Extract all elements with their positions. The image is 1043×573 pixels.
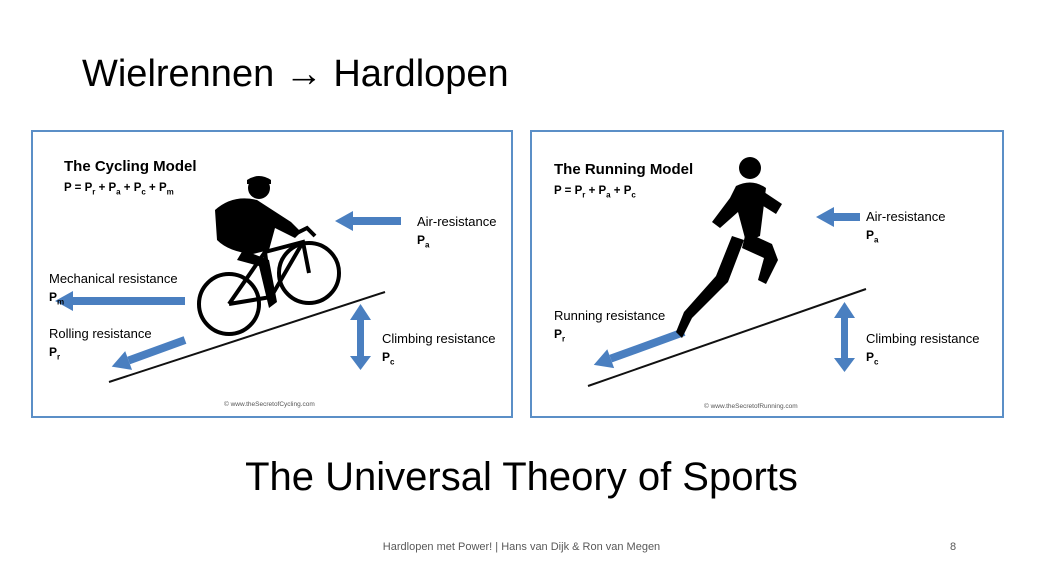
cycling-model-title: The Cycling Model	[64, 158, 197, 175]
air-resistance-arrow	[816, 207, 860, 227]
running-formula: P = Pr + Pa + Pc	[554, 185, 636, 200]
cycling-mechanical-symbol: Pm	[49, 290, 65, 307]
running-climbing-symbol: Pc	[866, 350, 879, 367]
cycling-climbing-label: Climbing resistance	[382, 331, 496, 346]
rolling-resistance-arrow	[111, 336, 187, 370]
climbing-resistance-arrow	[350, 304, 371, 370]
air-resistance-arrow	[335, 211, 401, 231]
cycling-model-panel: The Cycling Model P = Pr + Pa + Pc + Pm …	[31, 130, 513, 418]
running-model-panel: The Running Model P = Pr + Pa + Pc Air-r…	[530, 130, 1004, 418]
slope-line	[108, 291, 386, 383]
cycling-air-label: Air-resistance	[417, 214, 497, 229]
slide-subtitle: The Universal Theory of Sports	[245, 455, 798, 499]
mechanical-resistance-arrow	[55, 291, 185, 311]
cycling-formula: P = Pr + Pa + Pc + Pm	[64, 182, 174, 197]
cycling-air-symbol: Pa	[417, 233, 430, 250]
cycling-diagram	[55, 176, 401, 383]
runner-silhouette-icon	[676, 157, 782, 338]
cycling-rolling-symbol: Pr	[49, 345, 61, 362]
climbing-resistance-arrow	[834, 302, 855, 372]
running-air-symbol: Pa	[866, 228, 879, 245]
page-number: 8	[950, 541, 957, 553]
cycling-rolling-label: Rolling resistance	[49, 326, 152, 341]
running-diagram	[587, 157, 867, 387]
running-model-title: The Running Model	[554, 161, 694, 178]
running-air-label: Air-resistance	[866, 209, 946, 224]
running-resistance-label: Running resistance	[554, 308, 666, 323]
running-climbing-label: Climbing resistance	[866, 331, 980, 346]
cyclist-silhouette-icon	[197, 176, 341, 336]
running-resistance-symbol: Pr	[554, 327, 566, 344]
slide-footer: Hardlopen met Power! | Hans van Dijk & R…	[382, 541, 661, 553]
cycling-copyright: © www.theSecretofCycling.com	[224, 401, 315, 408]
cycling-climbing-symbol: Pc	[382, 350, 395, 367]
cycling-mechanical-label: Mechanical resistance	[49, 271, 178, 286]
slope-line	[587, 288, 867, 387]
running-copyright: © www.theSecretofRunning.com	[704, 403, 798, 410]
running-resistance-arrow	[593, 328, 686, 369]
slide-title: Wielrennen → Hardlopen	[82, 53, 509, 95]
